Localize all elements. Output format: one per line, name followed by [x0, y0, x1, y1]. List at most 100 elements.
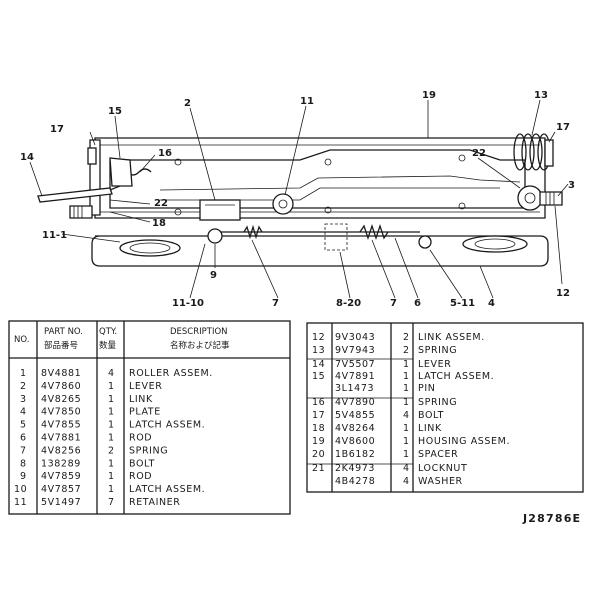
bolt-thread: [545, 192, 555, 205]
row-description: SPRING: [418, 345, 457, 356]
row-no: 16: [312, 397, 325, 408]
callout-17-right: 17: [556, 122, 570, 133]
parts-table-left: NO. PART NO. 部品番号 QTY. 数量 DESCRIPTION 名称…: [8, 320, 291, 515]
rod-end-6: [418, 235, 432, 249]
row-description: SPACER: [418, 449, 458, 460]
bolt-thread: [73, 206, 83, 218]
plate-hole: [324, 206, 332, 214]
row-no: 8: [20, 458, 27, 469]
row-description: LINK: [129, 394, 153, 405]
row-description: LOCKNUT: [418, 463, 467, 474]
header-part-no-jp: 部品番号: [44, 340, 78, 351]
roller-assem-left: [119, 239, 181, 257]
pivot-11: [272, 193, 294, 215]
drawing-reference-number: J28786E: [522, 512, 581, 525]
callout-5-11: 5-11: [450, 298, 475, 309]
plate-hole: [324, 158, 332, 166]
row-no: 10: [14, 484, 27, 495]
pivot-11-inner: [278, 199, 288, 209]
row-qty: 2: [403, 345, 410, 356]
row-description: PIN: [418, 383, 435, 394]
header-qty-jp: 数量: [99, 340, 117, 351]
callout-22-right: 22: [472, 148, 486, 159]
callout-2: 2: [184, 98, 191, 109]
row-description: BOLT: [418, 410, 444, 421]
row-no: 13: [312, 345, 325, 356]
row-part-no: 4V7881: [41, 433, 81, 444]
row-no: 9: [20, 471, 27, 482]
row-qty: 1: [403, 371, 410, 382]
left-bolt-22: [69, 205, 93, 219]
row-qty: 1: [108, 394, 115, 405]
row-qty: 2: [108, 445, 115, 456]
row-no: 15: [312, 371, 325, 382]
right-bolt: [539, 191, 563, 206]
row-no: 11: [14, 497, 27, 508]
row-no: 19: [312, 436, 325, 447]
row-qty: 1: [403, 449, 410, 460]
callout-17-left: 17: [50, 124, 64, 135]
table-left-frame: [8, 320, 291, 515]
plate-hole: [458, 154, 466, 162]
row-description: LEVER: [418, 359, 451, 370]
roller-assem-right: [462, 235, 528, 253]
callout-3: 3: [568, 180, 575, 191]
row-qty: 1: [108, 458, 115, 469]
row-part-no: 1B6182: [335, 449, 375, 460]
row-description: ROLLER ASSEM.: [129, 368, 213, 379]
latch-block-2: [199, 199, 241, 221]
callout-7-right: 7: [390, 298, 397, 309]
row-part-no: 7V5507: [335, 359, 375, 370]
assembly-drawing: [37, 133, 563, 267]
row-part-no: 4V8600: [335, 436, 375, 447]
row-qty: 4: [403, 410, 410, 421]
callout-4: 4: [488, 298, 495, 309]
inner-plate: [109, 149, 526, 209]
row-no: 18: [312, 423, 325, 434]
row-part-no: 5V4855: [335, 410, 375, 421]
base-rail: [91, 235, 549, 267]
row-no: 4: [20, 407, 27, 418]
row-qty: 1: [403, 359, 410, 370]
plate-hole: [174, 208, 182, 216]
link-12: [517, 185, 543, 211]
row-part-no: 8V4881: [41, 368, 81, 379]
table-right-frame: [306, 322, 584, 493]
header-part-no: PART NO.: [44, 327, 83, 337]
row-part-no: 4V7891: [335, 371, 375, 382]
callout-9: 9: [210, 270, 217, 281]
row-qty: 1: [403, 397, 410, 408]
row-part-no: 4V7857: [41, 484, 81, 495]
row-part-no: 4V7850: [41, 407, 81, 418]
row-no: 12: [312, 332, 325, 343]
plate-hole: [174, 158, 182, 166]
row-part-no: 4V8256: [41, 445, 81, 456]
callout-12: 12: [556, 288, 570, 299]
latch-link-line: [159, 175, 521, 191]
callout-19: 19: [422, 90, 436, 101]
row-qty: 1: [108, 381, 115, 392]
callout-7-left: 7: [272, 298, 279, 309]
roller-inner: [474, 238, 516, 250]
callout-11-10: 11-10: [172, 298, 204, 309]
header-no: NO.: [14, 335, 29, 345]
row-part-no: 5V1497: [41, 497, 81, 508]
row-part-no: 4V7860: [41, 381, 81, 392]
callout-22-left: 22: [154, 198, 168, 209]
row-description: WASHER: [418, 476, 463, 487]
row-part-no: 9V3043: [335, 332, 375, 343]
row-part-no: 138289: [41, 458, 81, 469]
